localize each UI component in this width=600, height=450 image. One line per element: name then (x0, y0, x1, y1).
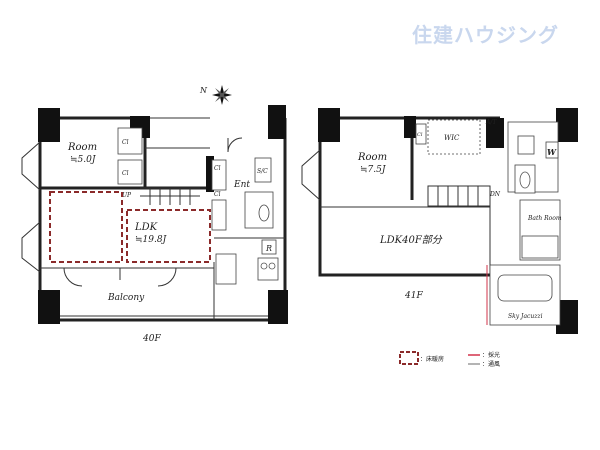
legend-daylight-label: ：採光 (482, 351, 500, 359)
closet-label-40f-d: Cl (214, 191, 221, 198)
floor-caption-40f: 40F (142, 334, 161, 344)
wic-label: WIC (444, 134, 460, 142)
closet-label-41f: Cl (417, 132, 423, 138)
room-label-40f: Room (67, 142, 97, 153)
legend-floor-heating-label: ：床暖房 (420, 355, 444, 363)
void-label-41f: LDK40F部分 (379, 234, 443, 246)
stairs-dn-label: DN (489, 191, 501, 198)
floor-40: Cl Cl Cl Cl UP R (21, 105, 288, 344)
sky-jacuzzi-label: Sky Jacuzzi (508, 313, 543, 320)
loft-label: A/T (485, 119, 497, 126)
stairs-41f (427, 185, 491, 207)
ldk-size-40f: ≒19.8J (135, 235, 168, 245)
balcony-label: Balcony (107, 293, 145, 303)
floor-caption-41f: 41F (404, 291, 423, 301)
fridge-label: R (265, 244, 272, 253)
floor-heating-area-2 (126, 209, 211, 263)
legend-floor-heating-swatch (399, 351, 419, 365)
floor-heating-area-1 (49, 191, 123, 263)
compass-north-label: N (199, 86, 208, 95)
closet-label-40f-c: Cl (214, 165, 221, 172)
stairs-40f (140, 187, 200, 205)
legend-ventilation-label: ：通風 (482, 360, 500, 368)
entrance-label: Ent (233, 180, 250, 190)
brand-logo: 住建ハウジング (412, 23, 559, 47)
washer-label: W (547, 147, 557, 157)
shoe-closet-label: S/C (257, 168, 268, 175)
room-label-41f: Room (357, 152, 387, 163)
closet-label-40f-a: Cl (122, 139, 129, 146)
floor-41: Cl WIC A/T DN W Bath Room Sky Jacuzzi Ro… (301, 108, 578, 334)
compass-icon: N (199, 85, 232, 105)
stairs-up-label: UP (122, 192, 132, 199)
bathroom-label: Bath Room (527, 215, 562, 222)
ldk-label-40f: LDK (134, 222, 158, 233)
room-size-41f: ≒7.5J (360, 165, 387, 175)
legend: ：床暖房 ：採光 ：通風 (399, 351, 500, 368)
room-size-40f: ≒5.0J (70, 155, 97, 165)
closet-label-40f-b: Cl (122, 170, 129, 177)
